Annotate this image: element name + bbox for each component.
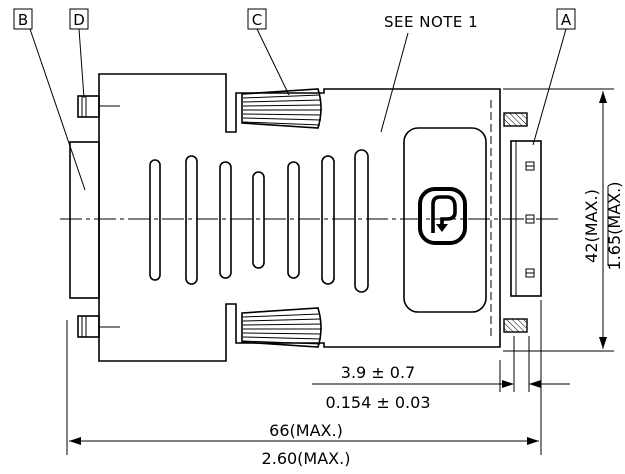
length-dimension: 66(MAX.) 2.60(MAX.) bbox=[66, 300, 542, 468]
length-mm-label: 66(MAX.) bbox=[269, 421, 343, 440]
callout-b: B bbox=[13, 8, 86, 191]
note-callout: SEE NOTE 1 bbox=[380, 13, 478, 133]
receptacle-face bbox=[69, 141, 100, 299]
leader-a bbox=[532, 28, 567, 146]
grip-slot bbox=[149, 159, 161, 281]
logo-panel bbox=[403, 127, 487, 313]
adapter-body bbox=[98, 73, 501, 362]
thumbscrew-bottom bbox=[241, 307, 322, 348]
callout-c: C bbox=[247, 8, 290, 96]
offset-dimension: 3.9 ± 0.7 0.154 ± 0.03 bbox=[312, 336, 570, 412]
height-dimension: 42(MAX.) 1.65(MAX.) bbox=[582, 91, 624, 349]
offset-mm-label: 3.9 ± 0.7 bbox=[341, 363, 415, 382]
grip-slot bbox=[354, 149, 369, 293]
callout-a: A bbox=[532, 8, 576, 146]
offset-in-label: 0.154 ± 0.03 bbox=[325, 393, 430, 412]
callout-b-label: B bbox=[18, 11, 28, 29]
grip-slot bbox=[219, 161, 232, 279]
thumbscrew-top bbox=[241, 88, 322, 129]
leader-b bbox=[29, 28, 86, 191]
grip-slot bbox=[287, 161, 300, 279]
grip-slot bbox=[185, 155, 198, 285]
shell-tab-top bbox=[503, 112, 528, 127]
length-in-label: 2.60(MAX.) bbox=[262, 449, 351, 468]
note-label: SEE NOTE 1 bbox=[384, 13, 478, 31]
dvi-logo-icon bbox=[418, 187, 467, 245]
height-mm-label: 42(MAX.) bbox=[582, 189, 601, 263]
callout-d-label: D bbox=[73, 11, 85, 29]
height-in-label: 1.65(MAX.) bbox=[605, 182, 624, 271]
grip-slots bbox=[149, 149, 369, 293]
callout-d: D bbox=[69, 8, 89, 99]
callout-a-label: A bbox=[561, 11, 572, 29]
grip-slot bbox=[321, 155, 335, 285]
callout-c-label: C bbox=[252, 11, 262, 29]
grip-slot bbox=[252, 171, 265, 269]
leader-c bbox=[256, 28, 290, 96]
leader-note bbox=[380, 32, 409, 133]
leader-d bbox=[78, 28, 85, 99]
shell-tab-bottom bbox=[503, 318, 528, 333]
plug-shell bbox=[510, 140, 542, 297]
